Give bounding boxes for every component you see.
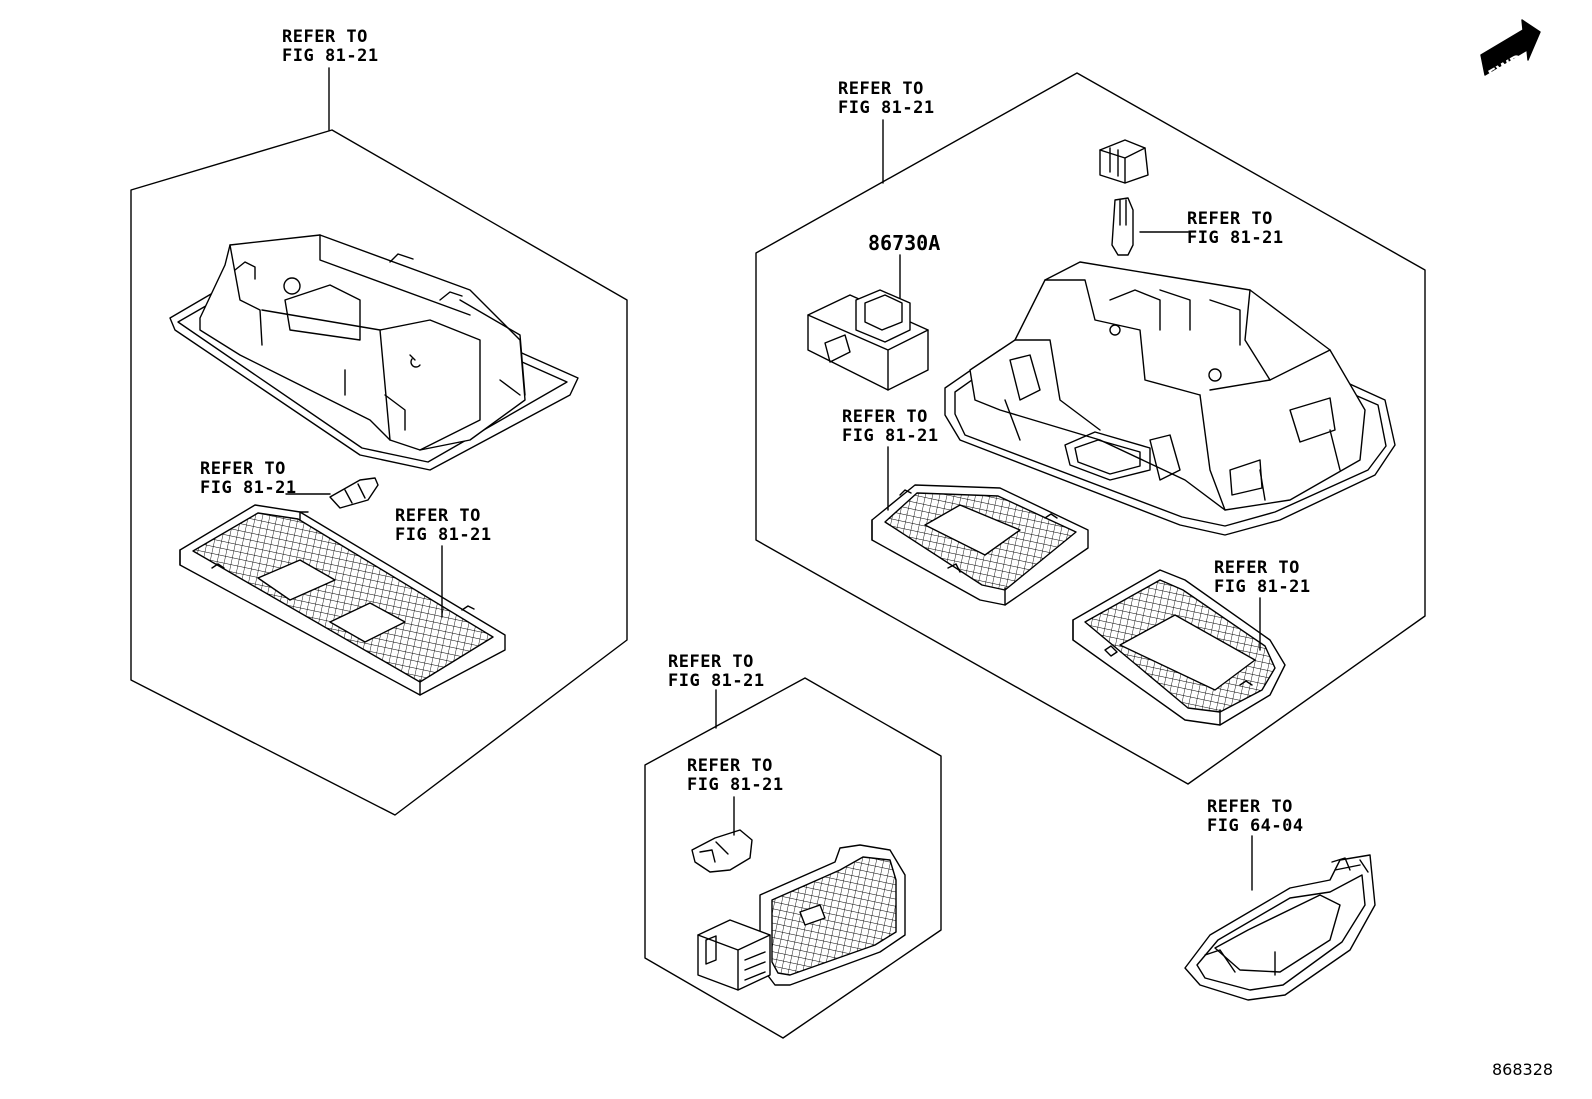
right-lamp-housing xyxy=(944,261,1396,536)
leader-lines xyxy=(285,67,1261,891)
right-bulb xyxy=(1111,197,1134,256)
left-lens xyxy=(179,504,506,696)
part-number-label: 86730A xyxy=(868,231,941,255)
connector-86730a xyxy=(807,289,929,391)
left-lamp-housing xyxy=(169,234,579,471)
right-lens-left xyxy=(871,484,1089,606)
bezel xyxy=(1184,854,1376,1001)
group-frame-right xyxy=(755,72,1426,785)
group-frame-bottom xyxy=(644,677,942,1039)
figure-id: 868328 xyxy=(1492,1060,1554,1079)
left-bulb xyxy=(329,477,379,509)
fwd-arrow-icon xyxy=(1480,19,1541,76)
bottom-bulb xyxy=(691,829,753,873)
group-frame-left xyxy=(130,129,628,816)
right-lens-right xyxy=(1072,569,1286,726)
bottom-lamp-assembly xyxy=(697,844,906,991)
switch-knob xyxy=(1099,139,1149,184)
